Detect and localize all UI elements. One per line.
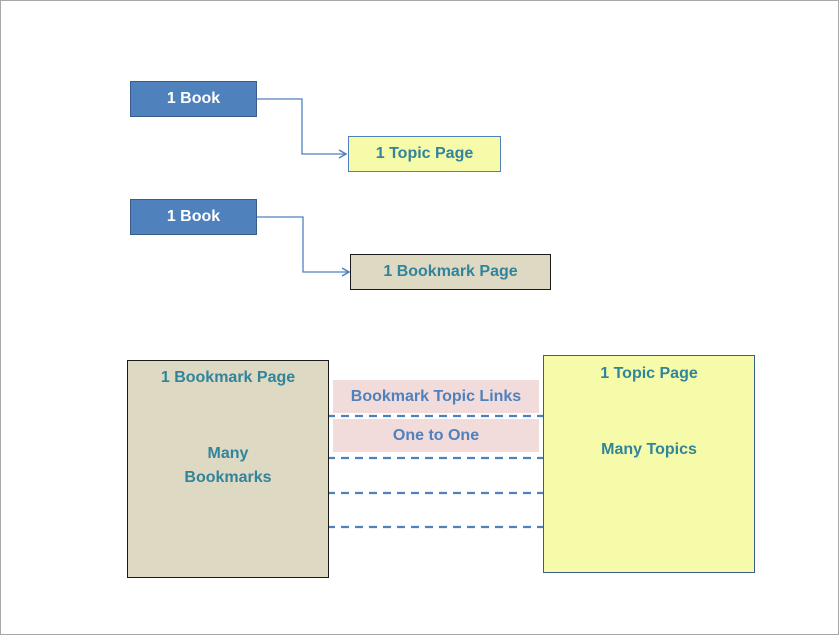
topic-page-box-label: 1 Topic Page (375, 145, 474, 162)
links-label: Bookmark Topic Links (333, 380, 539, 413)
bookmark-page-box-label: 1 Bookmark Page (383, 263, 518, 280)
book-box-2: 1 Book (130, 199, 257, 235)
book-box-1-label: 1 Book (166, 90, 221, 107)
bookmark-page-large-title: 1 Bookmark Page (160, 369, 296, 386)
relation-label-text: One to One (392, 426, 480, 444)
links-label-text: Bookmark Topic Links (350, 387, 522, 405)
topic-page-box: 1 Topic Page (348, 136, 501, 172)
book-box-1: 1 Book (130, 81, 257, 117)
bookmark-page-box: 1 Bookmark Page (350, 254, 551, 290)
bookmark-page-large: 1 Bookmark Page Many Bookmarks (127, 360, 329, 578)
relation-label: One to One (333, 419, 539, 452)
topic-page-large-title: 1 Topic Page (600, 365, 698, 382)
connector-book-to-topic (256, 98, 348, 159)
topic-page-large: 1 Topic Page Many Topics (543, 355, 755, 573)
bookmark-page-large-body-line2: Bookmarks (184, 469, 272, 486)
book-box-2-label: 1 Book (166, 208, 221, 225)
bookmark-page-large-body-line1: Many (207, 445, 249, 462)
topic-page-large-body: Many Topics (601, 441, 697, 458)
connector-book-to-bookmark (256, 216, 351, 277)
bookmark-page-large-body: Many Bookmarks (128, 442, 328, 490)
